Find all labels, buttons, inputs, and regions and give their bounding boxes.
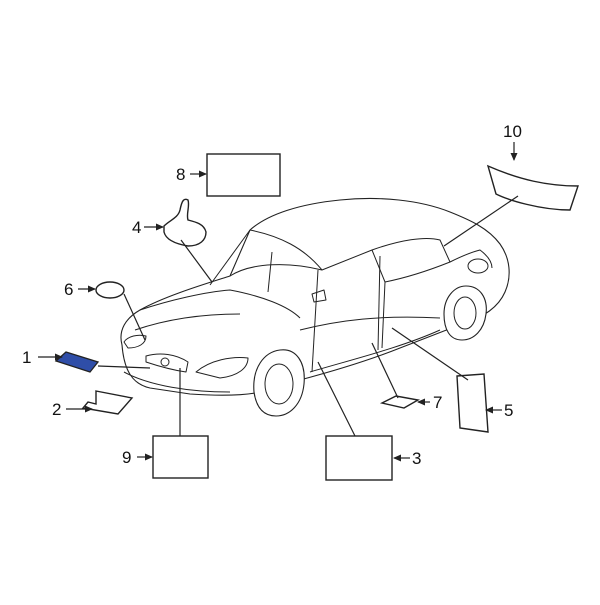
part-5-label-shape[interactable] (456, 373, 489, 433)
part-4-tag-shape[interactable] (163, 198, 207, 247)
part-3-label-box[interactable] (325, 435, 393, 481)
callout-number-1: 1 (22, 348, 31, 367)
callout-number-3: 3 (412, 449, 421, 468)
part-1-label-shape[interactable] (54, 351, 100, 373)
part-10-strip-shape[interactable] (486, 164, 579, 211)
callout-number-9: 9 (122, 448, 131, 467)
car-illustration (120, 197, 510, 417)
part-7-label-shape[interactable] (379, 395, 421, 409)
callout-number-7: 7 (433, 393, 442, 412)
callout-number-8: 8 (176, 165, 185, 184)
part-6-badge-shape[interactable] (95, 281, 125, 299)
callout-number-5: 5 (504, 401, 513, 420)
callout-number-4: 4 (132, 218, 141, 237)
callout-number-10: 10 (503, 122, 522, 141)
callout-number-2: 2 (52, 400, 61, 419)
callout-arrows (38, 142, 518, 462)
part-9-label-box[interactable] (152, 435, 209, 479)
callout-number-6: 6 (64, 280, 73, 299)
part-2-label-shape[interactable] (81, 390, 134, 415)
leader-lines (97, 195, 519, 437)
part-8-label-box[interactable] (206, 153, 281, 197)
